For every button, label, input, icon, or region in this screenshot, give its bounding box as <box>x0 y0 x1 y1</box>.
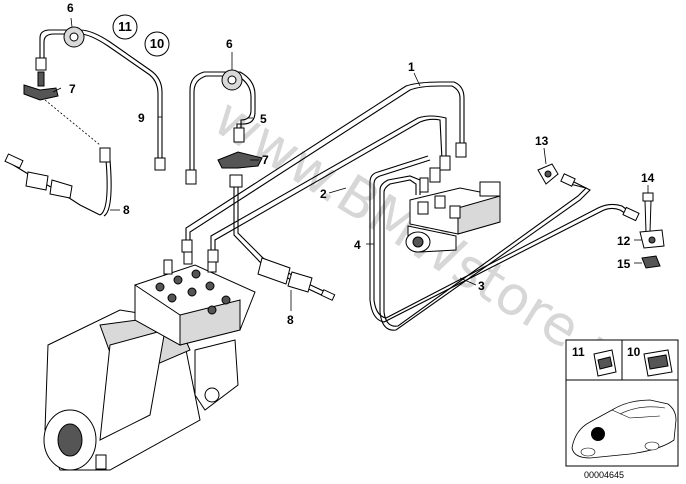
callout-9: 9 <box>138 111 145 125</box>
circled-ref-10-text: 10 <box>150 36 164 51</box>
callout-8-left: 8 <box>123 203 130 217</box>
brake-hose-middle <box>229 174 336 301</box>
location-marker <box>591 427 605 441</box>
bracket-left <box>23 71 101 146</box>
callout-14: 14 <box>641 171 655 185</box>
inset-clip-10 <box>643 349 673 377</box>
leader-lines <box>52 17 649 311</box>
bolt-14 <box>642 192 654 233</box>
clip-15 <box>641 255 661 269</box>
callout-6-middle: 6 <box>226 37 233 51</box>
diagram-id: 00004645 <box>584 470 624 480</box>
bracket-middle <box>217 151 263 169</box>
holder-12 <box>639 229 665 249</box>
callout-5: 5 <box>260 112 267 126</box>
brake-pipes-1-2 <box>181 81 467 263</box>
callout-7-left: 7 <box>69 82 76 96</box>
inset-label-10: 10 <box>627 345 641 359</box>
callout-15: 15 <box>617 257 631 271</box>
callout-8-middle: 8 <box>287 313 294 327</box>
car-silhouette <box>571 399 677 459</box>
brake-pipe-5 <box>185 69 256 185</box>
callout-13: 13 <box>535 134 549 148</box>
hydraulic-unit <box>43 249 256 471</box>
callout-4: 4 <box>354 238 361 252</box>
callout-7-middle: 7 <box>262 153 269 167</box>
brake-pipe-3 <box>369 173 640 331</box>
circled-ref-11-text: 11 <box>118 19 132 34</box>
callout-12: 12 <box>617 234 631 248</box>
pressure-distributor <box>405 177 501 253</box>
circled-ref-10: 10 <box>144 31 170 57</box>
fitting-13 <box>537 163 559 185</box>
brake-pipe-4 <box>369 155 431 312</box>
inset-clip-11 <box>593 349 617 377</box>
brake-pipe-9 <box>35 26 166 171</box>
inset-label-11: 11 <box>572 345 585 359</box>
callout-6-left: 6 <box>67 1 74 15</box>
inset-panel: 11 10 <box>565 339 679 467</box>
circled-ref-11: 11 <box>112 14 138 40</box>
callout-1: 1 <box>408 60 415 74</box>
callout-2: 2 <box>320 187 327 201</box>
brake-hose-left <box>4 147 112 217</box>
callout-3: 3 <box>478 279 485 293</box>
